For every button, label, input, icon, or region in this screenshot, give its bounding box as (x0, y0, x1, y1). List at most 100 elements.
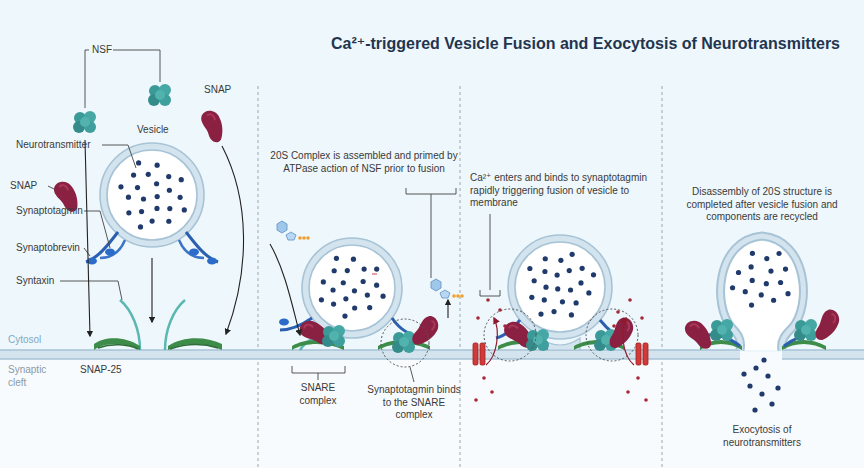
neurotransmitter-dot (146, 172, 151, 177)
neurotransmitter-dot (730, 285, 735, 290)
neurotransmitter-dot (759, 292, 764, 297)
calcium-ion (490, 390, 494, 394)
neurotransmitter-dot (330, 287, 335, 292)
title: Ca²⁺-triggered Vesicle Fusion and Exocyt… (331, 34, 840, 53)
neurotransmitter-dot (752, 407, 757, 412)
neurotransmitter-dot (573, 300, 578, 305)
neurotransmitter-dot (753, 365, 758, 370)
calcium-ion (644, 398, 648, 402)
neurotransmitter-dot (775, 385, 780, 390)
neurotransmitter-dot (138, 224, 143, 229)
neurotransmitter-dot (179, 177, 184, 182)
step-note: 20S Complex is assembled and primed by A… (266, 150, 462, 175)
neurotransmitter-dot (785, 291, 790, 296)
calcium-ion (486, 298, 490, 302)
calcium-ion (482, 376, 486, 380)
neurotransmitter-dot (741, 371, 746, 376)
neurotransmitter-dot (769, 401, 774, 406)
region-label: Cytosol (8, 334, 41, 347)
neurotransmitter-dot (154, 181, 159, 186)
neurotransmitter-dot (126, 210, 131, 215)
calcium-ion (476, 316, 480, 320)
calcium-ion (612, 324, 616, 328)
neurotransmitter-dot (166, 219, 171, 224)
part-label: Vesicle (137, 124, 169, 137)
neurotransmitter-dot (319, 297, 324, 302)
neurotransmitter-dot (543, 285, 548, 290)
neurotransmitter-dot (135, 185, 140, 190)
neurotransmitter-dot (178, 195, 183, 200)
neurotransmitter-dot (750, 251, 755, 256)
neurotransmitter-dot (543, 256, 548, 261)
protein-label: Synaptotagmin (16, 205, 83, 218)
neurotransmitter-dot (527, 266, 532, 271)
callout-label: Synaptotagmin binds to the SNARE complex (366, 384, 462, 422)
neurotransmitter-dot (155, 194, 160, 199)
calcium-ion (616, 310, 620, 314)
neurotransmitter-dot (759, 391, 764, 396)
neurotransmitter-dot (764, 256, 769, 261)
neurotransmitter-dot (155, 163, 160, 168)
neurotransmitter-dot (367, 305, 372, 310)
protein-label: Syntaxin (16, 275, 54, 288)
calcium-ion (498, 308, 502, 312)
calcium-ion (626, 390, 630, 394)
neurotransmitter-dot (591, 272, 596, 277)
region-label: Synaptic cleft (8, 364, 52, 389)
neurotransmitter-dot (374, 283, 379, 288)
neurotransmitter-dot (568, 287, 573, 292)
neurotransmitter-dot (542, 269, 547, 274)
neurotransmitter-dot (750, 278, 755, 283)
neurotransmitter-dot (570, 252, 575, 257)
neurotransmitter-dot (118, 184, 123, 189)
neurotransmitter-dot (747, 383, 752, 388)
neurotransmitter-dot (569, 312, 574, 317)
neurotransmitter-dot (778, 280, 783, 285)
neurotransmitter-dot (341, 280, 346, 285)
neurotransmitter-dot (131, 172, 136, 177)
neurotransmitter-dot (551, 309, 556, 314)
neurotransmitter-dot (352, 305, 357, 310)
neurotransmitter-dot (141, 196, 146, 201)
neurotransmitter-dot (362, 266, 367, 271)
neurotransmitter-dot (529, 295, 534, 300)
neurotransmitter-dot (166, 174, 171, 179)
neurotransmitter-dot (345, 268, 350, 273)
neurotransmitter-dot (342, 313, 347, 318)
neurotransmitter-dot (332, 268, 337, 273)
neurotransmitter-dot (765, 373, 770, 378)
neurotransmitter-dot (351, 257, 356, 262)
calcium-ion (503, 324, 507, 328)
neurotransmitter-dot (776, 251, 781, 256)
neurotransmitter-dot (578, 280, 583, 285)
neurotransmitter-dot (182, 207, 187, 212)
neurotransmitter-dot (542, 297, 547, 302)
neurotransmitter-dot (154, 206, 159, 211)
neurotransmitter-dot (586, 290, 591, 295)
neurotransmitter-dot (764, 281, 769, 286)
neurotransmitter-dot (771, 298, 776, 303)
protein-label: SNAP (10, 180, 37, 193)
neurotransmitter-dot (555, 272, 560, 277)
neurotransmitter-dot (365, 292, 370, 297)
protein-label: Synaptobrevin (16, 242, 80, 255)
protein-label: SNAP-25 (80, 364, 122, 377)
step-note: Disassembly of 20S structure is complete… (668, 186, 856, 224)
neurotransmitter-dot (567, 268, 572, 273)
bracket-label: SNARE complex (288, 382, 348, 407)
neurotransmitter-dot (331, 301, 336, 306)
protein-label: NSF (92, 44, 112, 57)
neurotransmitter-dot (136, 160, 141, 165)
part-label: Neurotransmitter (16, 139, 90, 152)
neurotransmitter-dot (361, 279, 366, 284)
neurotransmitter-dot (761, 357, 766, 362)
neurotransmitter-dot (532, 278, 537, 283)
neurotransmitter-dot (580, 266, 585, 271)
calcium-ion (628, 298, 632, 302)
neurotransmitter-dot (150, 218, 155, 223)
neurotransmitter-dot (343, 296, 348, 301)
neurotransmitter-dot (538, 311, 543, 316)
neurotransmitter-dot (768, 268, 773, 273)
neurotransmitter-dot (560, 299, 565, 304)
neurotransmitter-dot (167, 206, 172, 211)
